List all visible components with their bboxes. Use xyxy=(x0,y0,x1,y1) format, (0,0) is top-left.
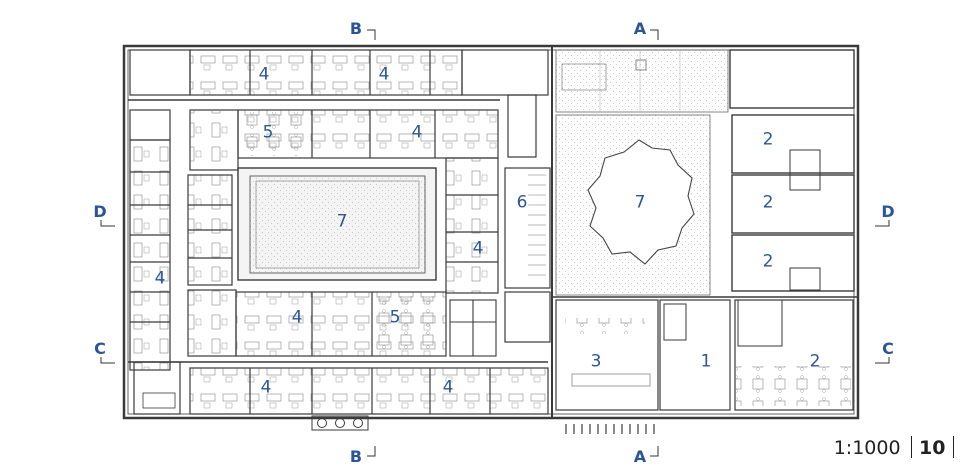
cafe-area xyxy=(734,299,854,411)
section-marker-d-left: D xyxy=(93,202,107,221)
room-label: 2 xyxy=(762,129,774,150)
room-label: 4 xyxy=(378,64,390,85)
room-label: 4 xyxy=(291,307,303,328)
north-offices xyxy=(189,49,463,96)
section-marker-b-top: B xyxy=(349,19,363,38)
room-label: 6 xyxy=(516,192,528,213)
east-inner-offices xyxy=(445,157,499,294)
section-lines xyxy=(100,29,890,457)
room-3-area xyxy=(555,299,659,411)
north-service-room xyxy=(461,49,549,96)
room-label: 7 xyxy=(634,192,646,213)
divider xyxy=(910,436,913,458)
scale-ratio: 1:1000 xyxy=(833,437,901,459)
section-marker-c-left: C xyxy=(94,339,106,358)
atrium-canopy xyxy=(555,49,729,113)
scale-indicator: 1:1000 10 xyxy=(834,436,954,459)
meeting-area-south xyxy=(372,296,442,352)
room-label: 4 xyxy=(442,377,454,398)
room-label: 4 xyxy=(472,238,484,259)
lobby-area xyxy=(659,299,731,411)
room-label: 4 xyxy=(154,268,166,289)
room-label: 1 xyxy=(700,351,712,372)
room-label: 2 xyxy=(762,251,774,272)
section-marker-a-bottom: A xyxy=(633,447,647,466)
core-stair xyxy=(504,94,551,343)
room-label: 5 xyxy=(262,122,274,143)
room-label: 3 xyxy=(590,351,602,372)
room-label: 7 xyxy=(336,211,348,232)
section-marker-c-right: C xyxy=(882,339,894,358)
meeting-area-north xyxy=(238,112,308,156)
west-wing xyxy=(129,49,239,415)
east-rooms xyxy=(729,49,855,292)
section-marker-d-right: D xyxy=(881,202,895,221)
entrance-planters xyxy=(311,415,369,431)
room-label: 5 xyxy=(389,307,401,328)
page-number: 10 xyxy=(919,437,946,459)
atrium xyxy=(555,114,711,296)
entrance-bollards xyxy=(565,424,655,434)
room-label: 2 xyxy=(762,192,774,213)
section-marker-a-top: A xyxy=(633,19,647,38)
central-courtyard xyxy=(237,167,437,281)
room-label: 2 xyxy=(809,351,821,372)
room-label: 4 xyxy=(260,377,272,398)
room-label: 4 xyxy=(411,122,423,143)
washrooms-south xyxy=(449,299,497,357)
section-marker-b-bottom: B xyxy=(349,447,363,466)
south-offices xyxy=(189,367,549,415)
room-label: 4 xyxy=(258,64,270,85)
divider xyxy=(952,436,954,458)
